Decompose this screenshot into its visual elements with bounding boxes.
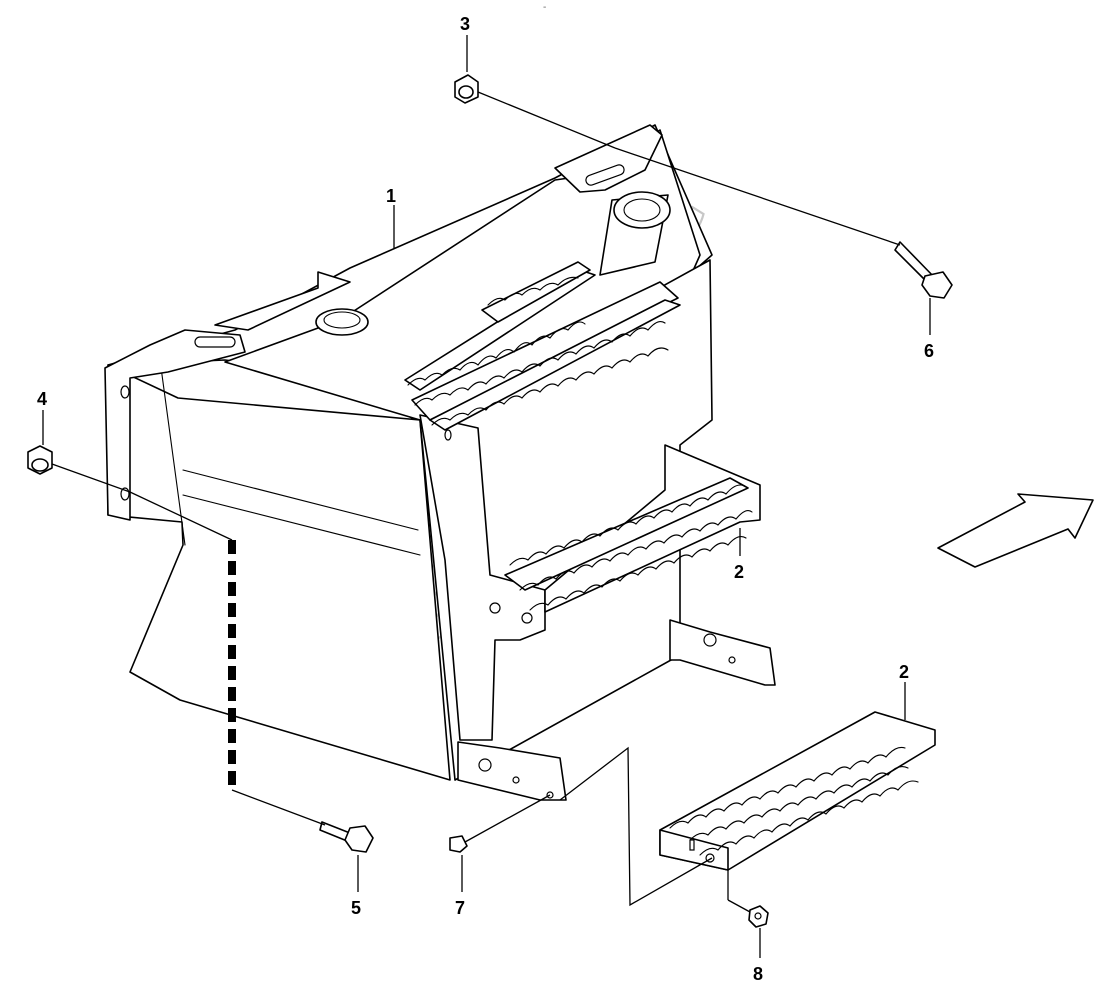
spacer-part-4 xyxy=(27,445,53,475)
mounting-bracket-right xyxy=(669,619,776,686)
bolt-part-5 xyxy=(319,821,374,853)
direction-arrow xyxy=(937,493,1094,568)
grated-step-upper xyxy=(404,261,681,431)
mounting-bracket-lower xyxy=(457,741,567,801)
bolt-part-6 xyxy=(894,241,953,299)
grated-step-lower-attached xyxy=(504,444,761,613)
callout-5: 5 xyxy=(351,898,361,918)
callout-4: 4 xyxy=(37,389,47,409)
callout-8: 8 xyxy=(753,964,763,984)
callout-7: 7 xyxy=(455,898,465,918)
fuel-tank xyxy=(104,124,713,781)
callout-2-attached-step: 2 xyxy=(734,562,744,582)
screw-part-7 xyxy=(449,835,468,853)
top-mark: - xyxy=(543,2,546,13)
spacer-part-3 xyxy=(454,74,479,104)
callout-3: 3 xyxy=(460,14,470,34)
callout-1: 1 xyxy=(386,186,396,206)
nut-part-8 xyxy=(748,905,769,928)
callout-6: 6 xyxy=(924,341,934,361)
leader-lines xyxy=(42,35,931,958)
grated-step-separate xyxy=(659,711,936,871)
callout-2-separate-step: 2 xyxy=(899,662,909,682)
